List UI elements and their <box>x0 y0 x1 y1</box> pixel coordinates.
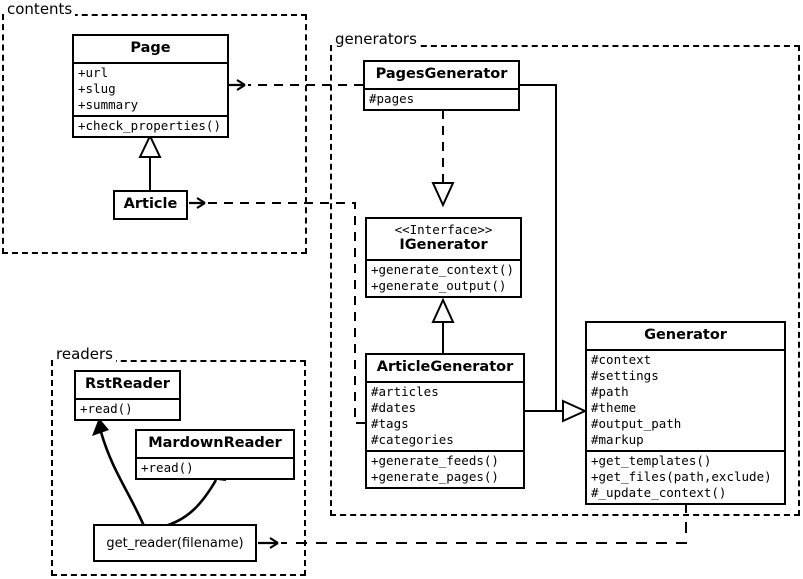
class-page[interactable]: Page +url +slug +summary +check_properti… <box>72 34 229 138</box>
package-readers-label: readers <box>53 346 116 362</box>
class-igenerator-title: IGenerator <box>399 237 488 253</box>
realization-pagesgenerator-to-igenerator <box>431 110 455 208</box>
generalization-articlegenerator-to-igenerator <box>431 297 455 355</box>
class-articlegenerator-title: ArticleGenerator <box>376 359 514 375</box>
class-rstreader-operations: +read() <box>76 398 179 419</box>
class-generator-title: Generator <box>644 327 727 343</box>
class-page-title: Page <box>130 40 171 56</box>
class-article-title: Article <box>123 196 178 212</box>
package-generators <box>330 45 800 516</box>
class-igenerator-operations: +generate_context() +generate_output() <box>367 259 520 296</box>
class-rstreader[interactable]: RstReader +read() <box>74 370 181 421</box>
dependency-articlegenerator-to-article <box>189 197 365 424</box>
class-pagesgenerator-attributes: #pages <box>365 88 518 109</box>
class-generator-operations: +get_templates() +get_files(path,exclude… <box>587 450 784 503</box>
class-generator-attributes: #context #settings #path #theme #output_… <box>587 349 784 450</box>
class-rstreader-title: RstReader <box>85 376 170 392</box>
class-article[interactable]: Article <box>113 190 188 220</box>
class-generator[interactable]: Generator #context #settings #path #them… <box>585 321 786 505</box>
class-pagesgenerator[interactable]: PagesGenerator #pages <box>363 60 520 111</box>
function-get-reader[interactable]: get_reader(filename) <box>93 524 257 562</box>
package-contents-label: contents <box>4 1 76 17</box>
generalization-article-to-page <box>138 133 162 190</box>
dependency-generator-to-getreader <box>258 502 687 549</box>
class-igenerator-stereotype: <<Interface>> <box>394 222 493 237</box>
package-contents <box>2 14 307 254</box>
function-get-reader-label: get_reader(filename) <box>106 535 244 551</box>
package-readers <box>51 360 306 576</box>
class-mardownreader[interactable]: MardownReader +read() <box>135 429 295 480</box>
class-igenerator[interactable]: <<Interface>> IGenerator +generate_conte… <box>365 217 522 298</box>
dependency-pagesgenerator-to-page <box>228 79 363 91</box>
class-mardownreader-operations: +read() <box>137 457 293 478</box>
association-getreader-to-rstreader <box>92 418 146 527</box>
package-generators-label: generators <box>332 31 420 47</box>
class-articlegenerator-attributes: #articles #dates #tags #categories <box>367 381 523 450</box>
class-articlegenerator-operations: +generate_feeds() +generate_pages() <box>367 450 523 487</box>
class-page-operations: +check_properties() <box>74 115 227 136</box>
class-pagesgenerator-title: PagesGenerator <box>375 66 508 82</box>
class-articlegenerator[interactable]: ArticleGenerator #articles #dates #tags … <box>365 353 525 489</box>
generalization-generators-to-generator <box>520 84 588 423</box>
class-page-attributes: +url +slug +summary <box>74 62 227 115</box>
class-mardownreader-title: MardownReader <box>148 435 282 451</box>
